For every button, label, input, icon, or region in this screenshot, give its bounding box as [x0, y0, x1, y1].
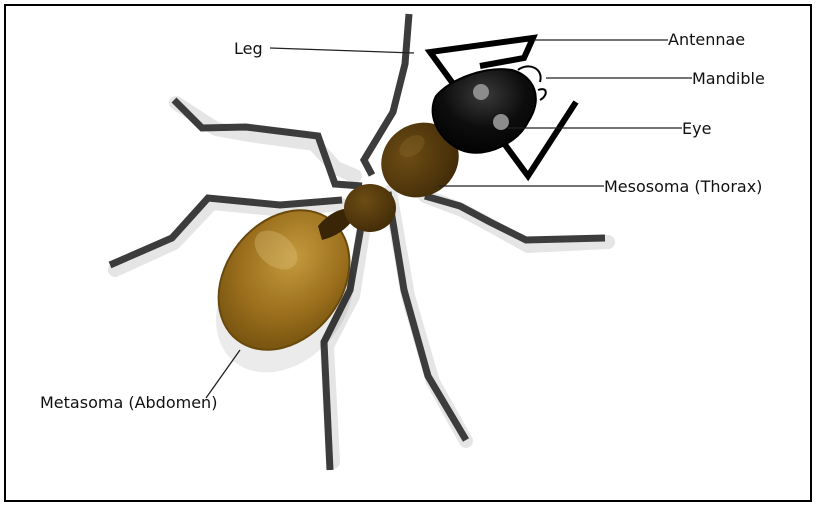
eye — [473, 84, 489, 100]
leader-leg — [270, 48, 414, 53]
label-mesosoma: Mesosoma (Thorax) — [604, 177, 762, 196]
label-leg: Leg — [234, 39, 263, 58]
label-mandible: Mandible — [692, 69, 765, 88]
leader-metasoma — [206, 350, 240, 398]
thorax-rear — [344, 184, 396, 232]
label-antennae: Antennae — [668, 30, 745, 49]
eye-right — [493, 114, 509, 130]
label-metasoma: Metasoma (Abdomen) — [40, 393, 217, 412]
leg-mid-right — [425, 196, 605, 240]
label-eye: Eye — [682, 119, 711, 138]
